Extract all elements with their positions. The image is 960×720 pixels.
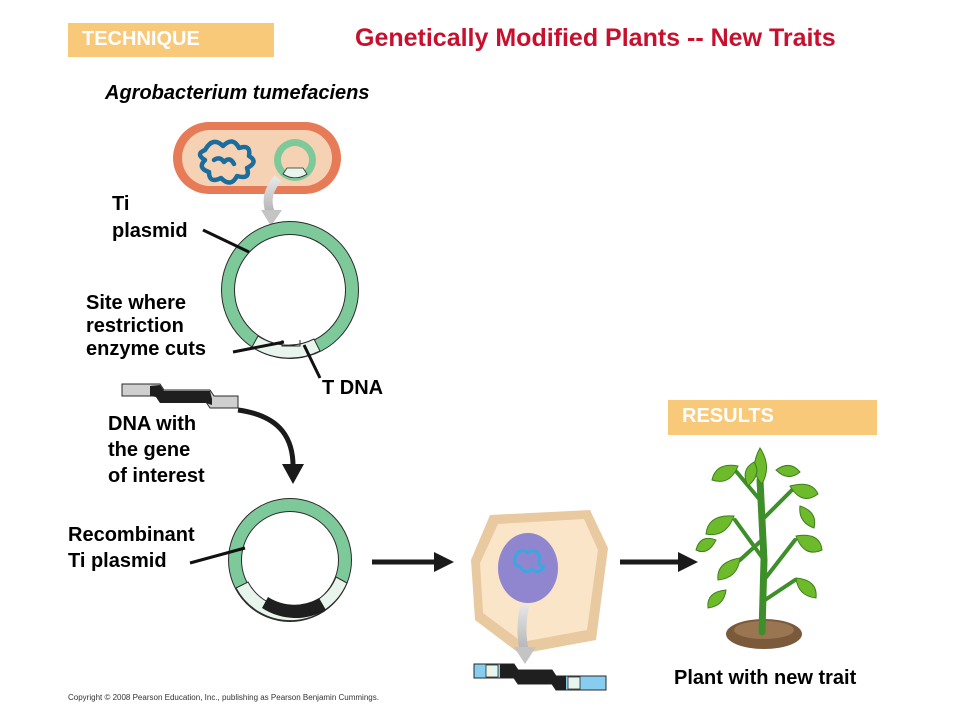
bacterial-chromosome [197, 139, 256, 185]
dna-label-1: DNA with [108, 413, 197, 435]
nucleus [498, 533, 558, 603]
results-tag-text: RESULTS [682, 405, 774, 427]
gray-arrow-1 [263, 175, 282, 214]
copyright-footer: Copyright © 2008 Pearson Education, Inc.… [68, 693, 379, 702]
dna-label-3: of interest [108, 465, 205, 487]
gray-arrow-2 [517, 603, 530, 651]
curved-black-arrow [237, 407, 296, 471]
plant [695, 447, 823, 649]
t-dna-label: T DNA [322, 377, 384, 399]
ti-plasmid-ring [221, 221, 359, 359]
site-label-1: Site where [86, 292, 187, 314]
technique-tag: TECHNIQUE [68, 23, 274, 57]
page-title: Genetically Modified Plants -- New Trait… [355, 24, 836, 52]
ti-plasmid-label-1: Ti [112, 193, 130, 215]
plant-label: Plant with new trait [674, 667, 857, 689]
plant-cell [471, 510, 608, 654]
site-label-3: enzyme cuts [86, 338, 207, 360]
organism-label: Agrobacterium tumefaciens [105, 82, 370, 104]
plant-dna-strip [473, 663, 607, 691]
bacterium [173, 122, 341, 194]
recombinant-label-2: Ti plasmid [68, 550, 167, 572]
ti-plasmid-label-2: plasmid [112, 220, 188, 242]
dna-label-2: the gene [108, 439, 191, 461]
recombinant-plasmid [228, 498, 352, 622]
results-tag: RESULTS [668, 400, 877, 435]
dna-with-gene-strip [121, 383, 239, 409]
technique-tag-text: TECHNIQUE [82, 28, 200, 50]
recombinant-label-1: Recombinant [68, 524, 195, 546]
site-label-2: restriction [86, 315, 184, 337]
